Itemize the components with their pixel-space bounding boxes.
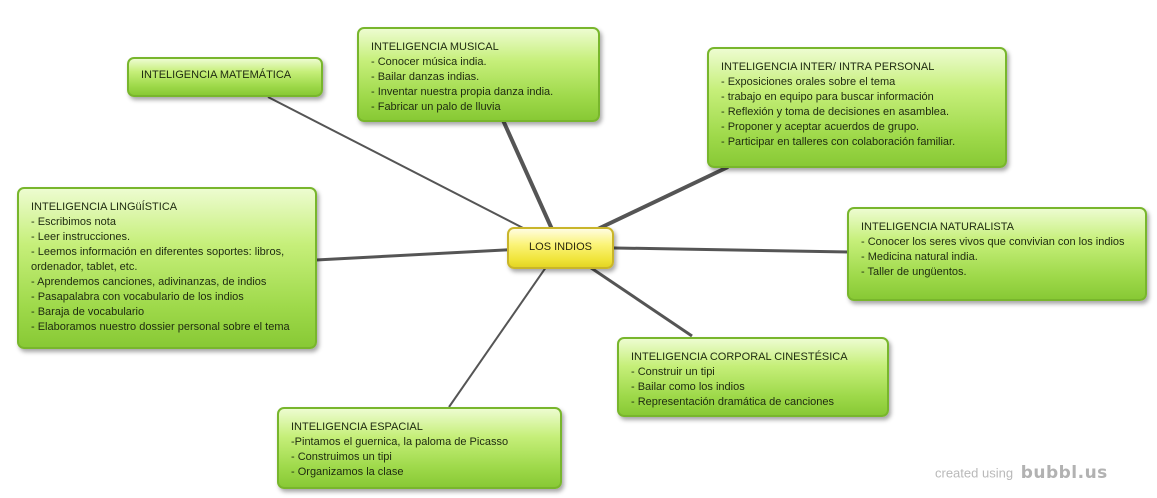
list-item: - Medicina natural india. xyxy=(861,251,978,263)
link-matematica xyxy=(267,96,561,248)
list-item: - Taller de ungüentos. xyxy=(861,266,967,278)
list-item: - Escribimos nota xyxy=(31,216,116,228)
list-item: - Participar en talleres con colaboració… xyxy=(721,136,956,148)
node-title: LOS INDIOS xyxy=(529,241,592,253)
node-title: INTELIGENCIA ESPACIAL xyxy=(291,421,423,433)
list-item: - Leer instrucciones. xyxy=(31,231,131,243)
node-inteligencia-corporal-cinestesica[interactable]: INTELIGENCIA CORPORAL CINESTÉSICA - Cons… xyxy=(617,337,889,417)
list-item: - Pasapalabra con vocabulario de los ind… xyxy=(31,291,244,303)
link-espacial xyxy=(448,246,561,408)
node-title: INTELIGENCIA MATEMÁTICA xyxy=(141,69,292,81)
footer-credit: created using bubbl.us xyxy=(935,463,1108,483)
list-item: -Pintamos el guernica, la paloma de Pica… xyxy=(291,436,509,448)
list-item: - Inventar nuestra propia danza india. xyxy=(371,86,554,98)
node-items: -Pintamos el guernica, la paloma de Pica… xyxy=(291,435,548,480)
list-item: - Elaboramos nuestro dossier personal so… xyxy=(31,321,290,333)
list-item: - Leemos información en diferentes sopor… xyxy=(31,246,285,273)
list-item: - Organizamos la clase xyxy=(291,466,404,478)
list-item: - Representación dramática de canciones xyxy=(631,396,835,408)
list-item: - Proponer y aceptar acuerdos de grupo. xyxy=(721,121,920,133)
link-musical xyxy=(500,117,562,248)
list-item: - Construimos un tipi xyxy=(291,451,392,463)
list-item: - Bailar danzas indias. xyxy=(371,71,480,83)
footer-prefix: created using xyxy=(935,465,1014,481)
node-inteligencia-inter-intra-personal[interactable]: INTELIGENCIA INTER/ INTRA PERSONAL - Exp… xyxy=(707,47,1007,168)
node-title: INTELIGENCIA CORPORAL CINESTÉSICA xyxy=(631,351,848,363)
node-title: INTELIGENCIA INTER/ INTRA PERSONAL xyxy=(721,61,935,73)
list-item: - Conocer los seres vivos que convivian … xyxy=(861,236,1125,248)
node-items: - Conocer música india. - Bailar danzas … xyxy=(371,55,586,115)
node-los-indios[interactable]: LOS INDIOS xyxy=(507,227,614,269)
node-items: - Construir un tipi - Bailar como los in… xyxy=(631,365,875,410)
node-title: INTELIGENCIA NATURALISTA xyxy=(861,221,1015,233)
node-items: - Exposiciones orales sobre el tema - tr… xyxy=(721,75,993,150)
list-item: - Bailar como los indios xyxy=(631,381,745,393)
list-item: - Construir un tipi xyxy=(631,366,715,378)
node-inteligencia-linguistica[interactable]: INTELIGENCIA LINGüÍSTICA - Escribimos no… xyxy=(17,187,317,349)
node-items: - Escribimos nota - Leer instrucciones. … xyxy=(31,215,303,335)
node-inteligencia-espacial[interactable]: INTELIGENCIA ESPACIAL -Pintamos el guern… xyxy=(277,407,562,489)
list-item: - Fabricar un palo de lluvia xyxy=(371,101,501,113)
list-item: - Reflexión y toma de decisiones en asam… xyxy=(721,106,950,118)
node-items: - Conocer los seres vivos que convivian … xyxy=(861,235,1133,280)
node-inteligencia-musical[interactable]: INTELIGENCIA MUSICAL - Conocer música in… xyxy=(357,27,600,122)
list-item: - Conocer música india. xyxy=(371,56,487,68)
node-inteligencia-naturalista[interactable]: INTELIGENCIA NATURALISTA - Conocer los s… xyxy=(847,207,1147,301)
node-title: INTELIGENCIA LINGüÍSTICA xyxy=(31,201,178,213)
node-title: INTELIGENCIA MUSICAL xyxy=(371,41,499,53)
node-inteligencia-matematica[interactable]: INTELIGENCIA MATEMÁTICA xyxy=(127,57,323,97)
list-item: - trabajo en equipo para buscar informac… xyxy=(721,91,934,103)
list-item: - Aprendemos canciones, adivinanzas, de … xyxy=(31,276,267,288)
bubblus-logo[interactable]: bubbl.us xyxy=(1020,463,1108,483)
list-item: - Baraja de vocabulario xyxy=(31,306,145,318)
list-item: - Exposiciones orales sobre el tema xyxy=(721,76,896,88)
